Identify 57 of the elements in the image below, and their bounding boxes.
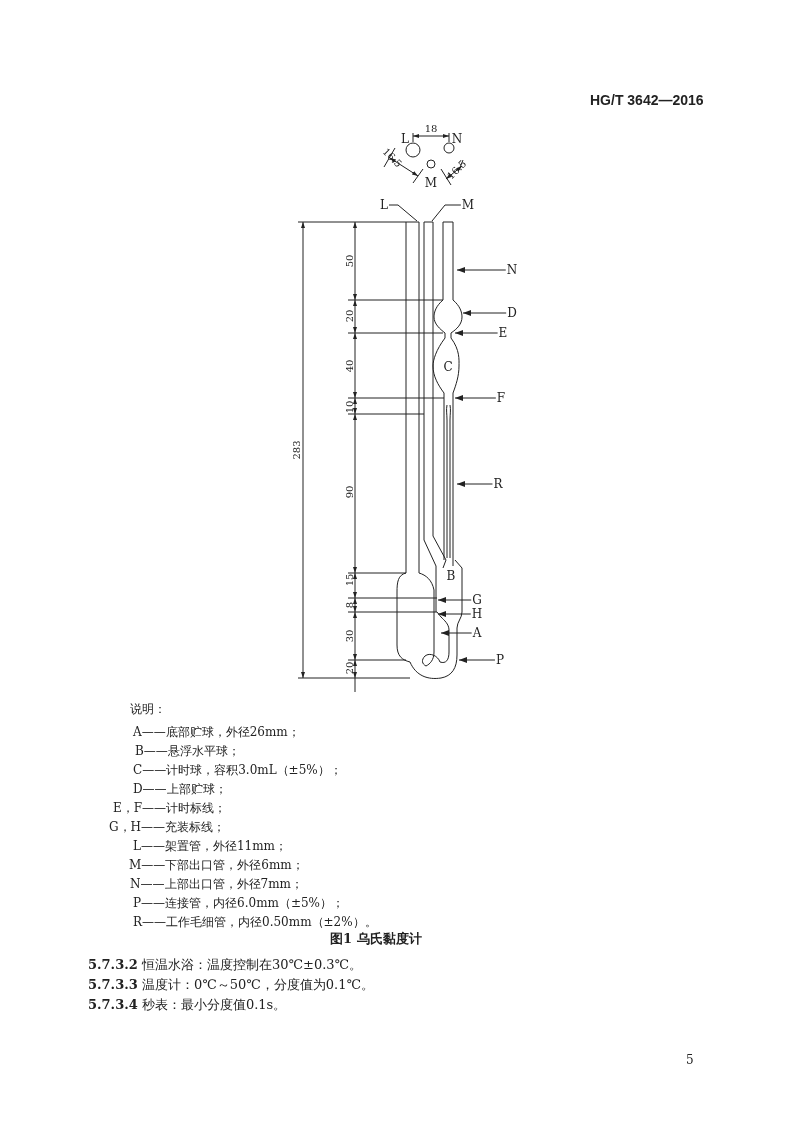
- leader-line: [431, 204, 462, 222]
- part-label: H: [471, 607, 483, 621]
- part-label: D: [507, 306, 517, 320]
- figure-caption: 图1 乌氏黏度计: [330, 932, 422, 946]
- dimension-value: 20: [343, 309, 356, 323]
- part-label: C: [443, 360, 453, 374]
- legend-entry: A——底部贮球，外径26mm；: [133, 725, 300, 739]
- section-text: 5.7.3.2 恒温水浴：温度控制在30℃±0.3℃。: [88, 958, 363, 972]
- page-number: 5: [686, 1053, 694, 1067]
- leader-line: [440, 630, 473, 636]
- legend-entry: M——下部出口管，外径6mm；: [129, 858, 304, 872]
- part-label: L: [380, 198, 388, 212]
- dimension-value: 283: [290, 440, 303, 460]
- part-label: M: [424, 176, 438, 190]
- leader-line: [462, 310, 507, 316]
- leader-line: [456, 481, 493, 487]
- dimension-value: 30: [343, 629, 356, 643]
- legend-entry: R——工作毛细管，内径0.50mm（±2%）。: [133, 915, 377, 929]
- part-label: F: [496, 391, 506, 405]
- dimension-value: 15: [343, 573, 356, 587]
- part-label: L: [401, 132, 409, 146]
- leader-line: [388, 204, 418, 222]
- legend-entry: C——计时球，容积3.0mL（±5%）；: [133, 763, 342, 777]
- leader-line: [458, 657, 496, 663]
- section-text: 5.7.3.4 秒表：最小分度值0.1s。: [88, 998, 287, 1012]
- dimension-value: 18: [424, 122, 438, 136]
- legend-entry: L——架置管，外径11mm；: [133, 839, 287, 853]
- part-label: A: [472, 626, 482, 640]
- legend-heading: 说明：: [130, 702, 166, 716]
- dimension-value: 50: [343, 254, 356, 268]
- leader-line: [456, 267, 507, 273]
- part-label: G: [472, 593, 482, 607]
- legend-entry: E，F——计时标线；: [113, 801, 227, 815]
- legend-entry: B——悬浮水平球；: [135, 744, 240, 758]
- dimension-value: 8: [343, 601, 356, 609]
- part-label: B: [446, 569, 456, 583]
- part-label: N: [451, 132, 463, 146]
- legend-entry: P——连接管，内径6.0mm（±5%）；: [133, 896, 344, 910]
- dimension-value: 90: [343, 485, 356, 499]
- viscometer-drawing: [396, 221, 463, 679]
- part-label: E: [498, 326, 508, 340]
- dimension-value: 10: [343, 400, 356, 414]
- legend-entry: N——上部出口管，外径7mm；: [130, 877, 303, 891]
- legend-entry: G，H——充装标线；: [109, 820, 226, 834]
- part-label: R: [493, 477, 503, 491]
- dimension-value: 20: [343, 661, 356, 675]
- document-number: HG/T 3642—2016: [590, 93, 704, 107]
- part-label: N: [506, 263, 518, 277]
- section-text: 5.7.3.3 温度计：0℃～50℃，分度值为0.1℃。: [88, 978, 374, 992]
- leader-line: [437, 611, 472, 617]
- part-label: P: [495, 653, 505, 667]
- leader-line: [437, 597, 472, 603]
- legend-entry: D——上部贮球；: [133, 782, 227, 796]
- part-label: M: [461, 198, 475, 212]
- leader-line: [454, 330, 499, 336]
- leader-line: [454, 395, 497, 401]
- dimension-value: 40: [343, 359, 356, 373]
